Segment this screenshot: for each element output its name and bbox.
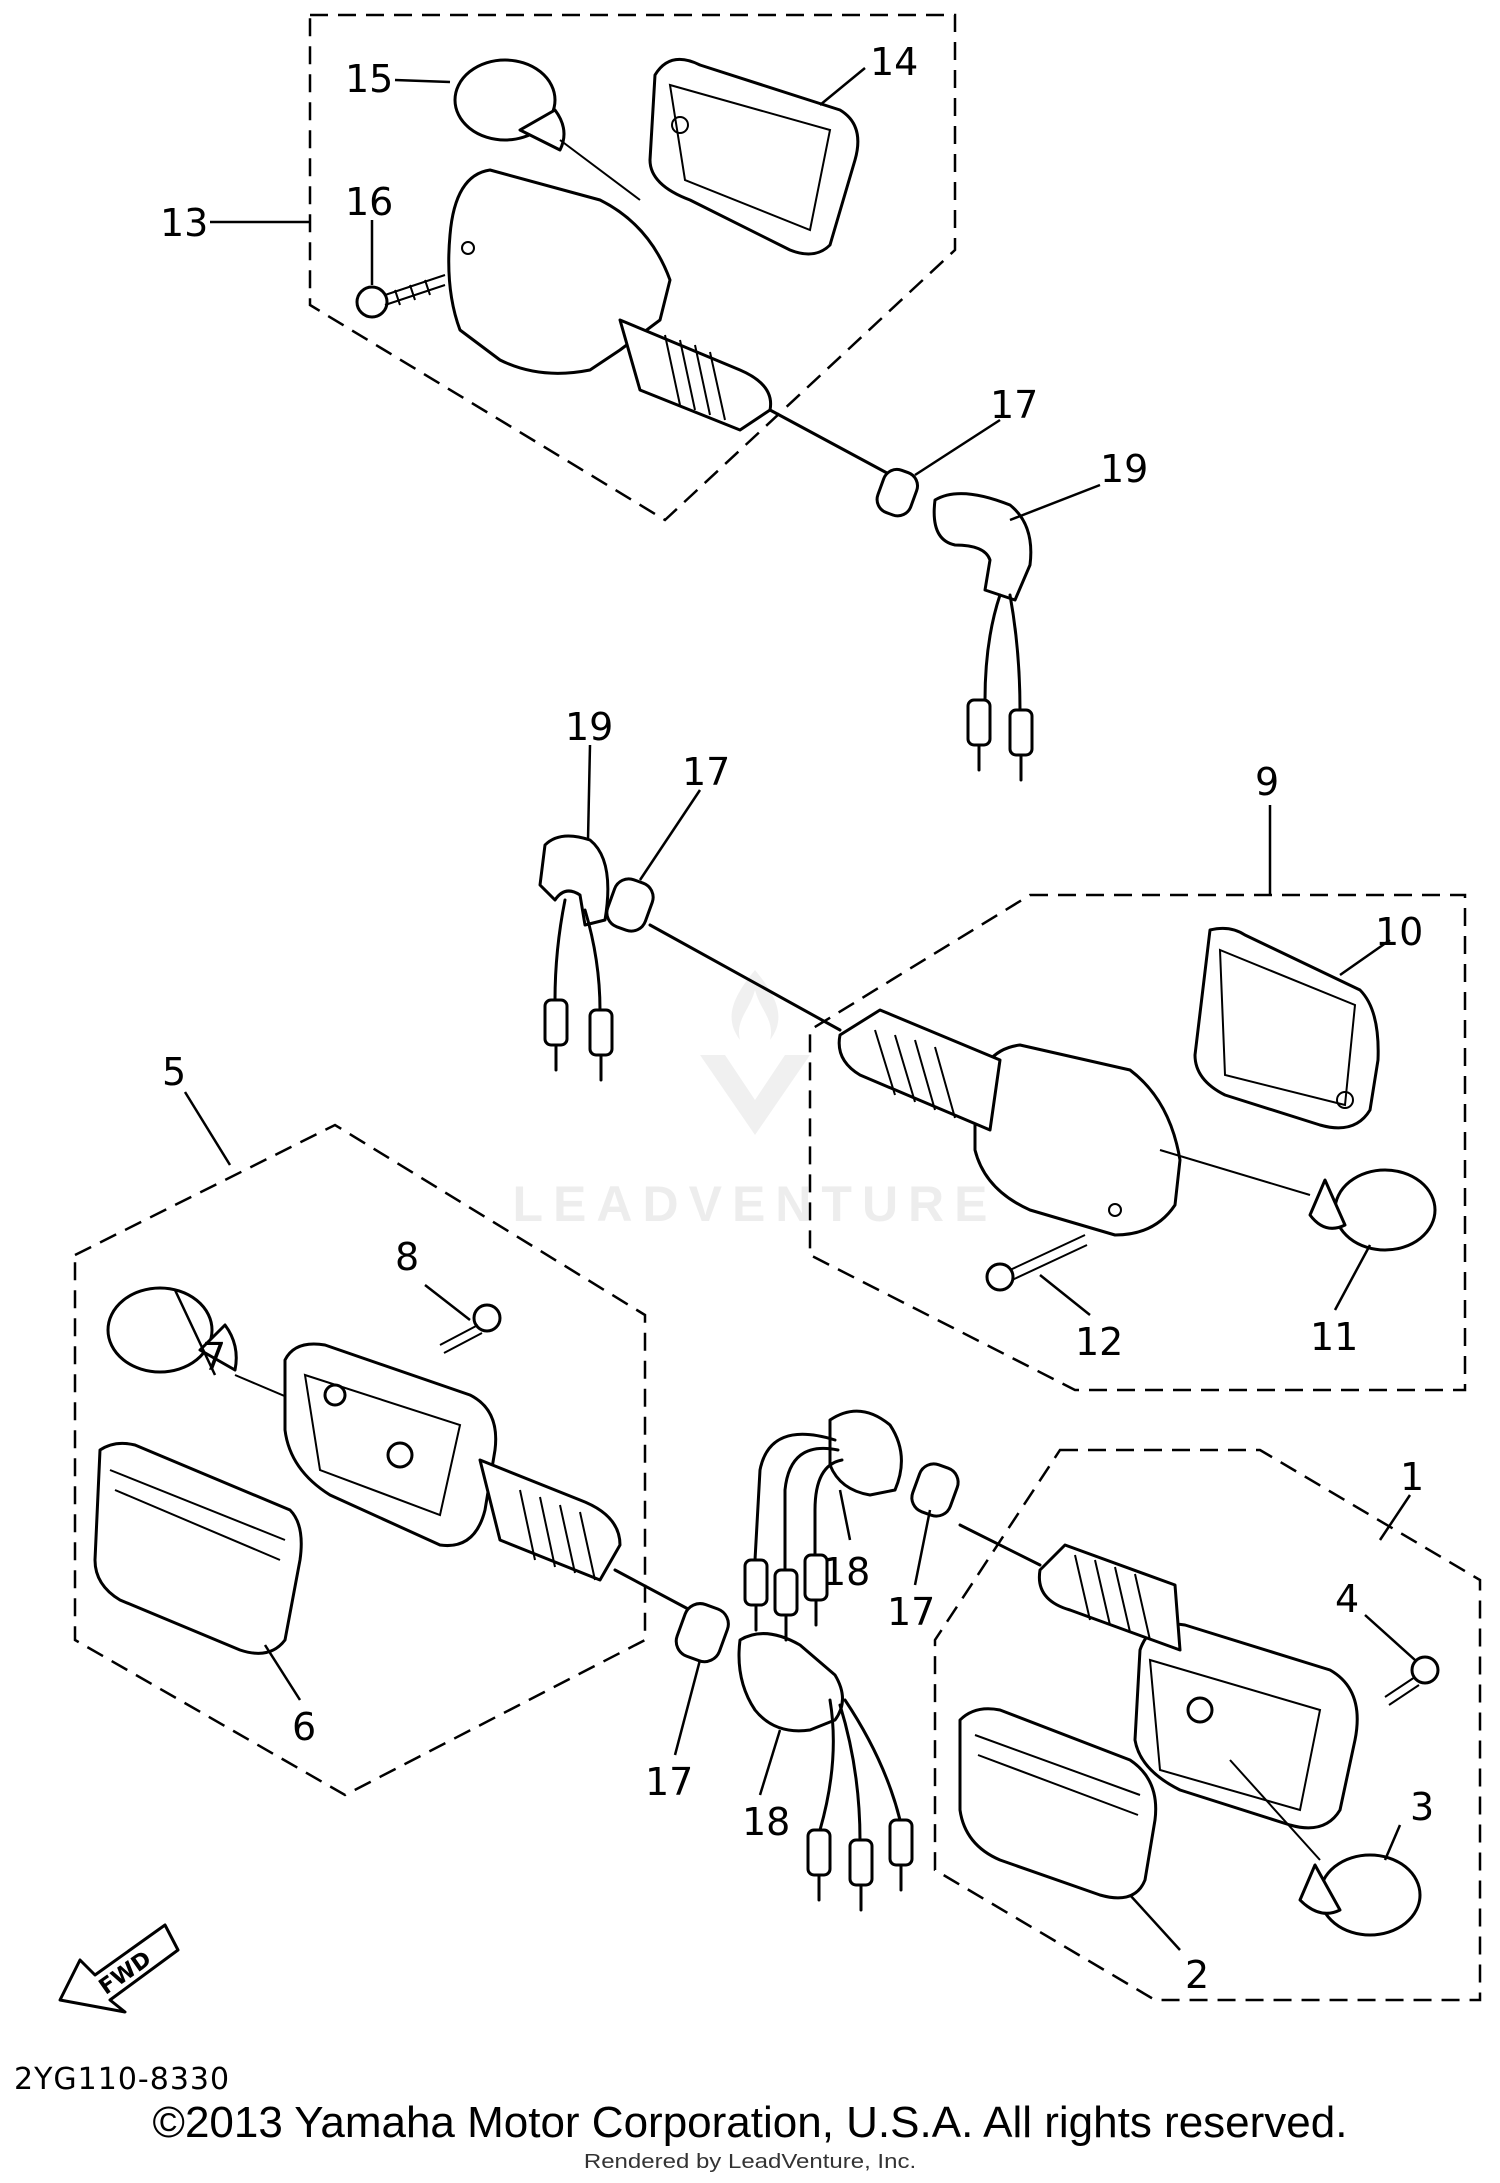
callout-7: 7	[202, 1335, 226, 1379]
lens-14	[648, 57, 860, 256]
lens-6	[93, 1441, 303, 1655]
callout-3: 3	[1410, 1785, 1434, 1829]
housing-5	[283, 1342, 692, 1612]
screw-12	[985, 1234, 1088, 1292]
callout-5: 5	[162, 1050, 186, 1094]
leader-lines	[173, 67, 1416, 1951]
wires-18-lowright	[743, 1432, 844, 1642]
housing-13	[447, 168, 902, 482]
callout-9: 9	[1255, 760, 1279, 804]
callout-18-a: 18	[742, 1800, 790, 1844]
callout-1: 1	[1400, 1455, 1424, 1499]
callout-15: 15	[345, 57, 393, 101]
grommet-17-lowleft	[674, 1602, 730, 1664]
callout-16: 16	[345, 180, 393, 224]
callout-13: 13	[160, 201, 208, 245]
assembly-5-flasher	[73, 1123, 914, 1912]
callout-8: 8	[395, 1235, 419, 1279]
callout-19-a: 19	[1100, 447, 1148, 491]
assembly-5-boundary	[73, 1123, 647, 1797]
housing-1	[958, 1523, 1359, 1861]
cover-18-lowright	[828, 1409, 903, 1497]
assembly-1-flasher	[743, 1409, 1482, 2002]
callout-17-b: 17	[682, 750, 730, 794]
callout-17-d: 17	[887, 1590, 935, 1634]
callout-14: 14	[870, 40, 918, 84]
callout-18-b: 18	[822, 1550, 870, 1594]
assembly-9-rear-flasher	[538, 834, 1467, 1392]
drawing-code: 2YG110-8330	[14, 2062, 231, 2097]
assembly-13-front-flasher	[308, 13, 1034, 782]
grommet-17-lowright	[910, 1462, 960, 1518]
copyright-notice: ©2013 Yamaha Motor Corporation, U.S.A. A…	[152, 2098, 1348, 2147]
screw-16	[355, 274, 446, 319]
wires-19-top	[966, 593, 1034, 782]
callout-11: 11	[1310, 1315, 1358, 1359]
leadventure-logo-icon	[700, 970, 810, 1135]
lens-2	[958, 1707, 1158, 1900]
watermark-text: LEADVENTURE	[512, 1176, 998, 1232]
callout-numbers: 13 15 14 16 17 19 19 17 9 10 11 12 5 7 8…	[160, 40, 1434, 1997]
bulb-11	[1308, 1168, 1437, 1252]
wires-19-mid	[543, 898, 614, 1082]
callout-4: 4	[1335, 1577, 1359, 1621]
callout-2: 2	[1185, 1953, 1209, 1997]
screw-8	[439, 1303, 502, 1354]
housing-9	[648, 923, 1311, 1237]
callout-10: 10	[1375, 910, 1423, 954]
assembly-13-boundary	[308, 13, 957, 522]
screw-4	[1384, 1655, 1440, 1706]
rendered-by-notice: Rendered by LeadVenture, Inc.	[583, 2150, 917, 2174]
callout-17-c: 17	[645, 1760, 693, 1804]
bulb-3	[1298, 1853, 1422, 1937]
callout-6: 6	[292, 1705, 316, 1749]
callout-19-b: 19	[565, 705, 613, 749]
bulb-15	[453, 58, 641, 201]
grommet-17-mid	[605, 877, 655, 933]
callout-12: 12	[1075, 1320, 1123, 1364]
wires-18-lowleft	[806, 1698, 914, 1912]
fwd-arrow-icon: FWD	[58, 1923, 180, 2014]
cover-19-top	[932, 492, 1033, 602]
callout-17-a: 17	[990, 383, 1038, 427]
assembly-9-boundary	[808, 893, 1467, 1392]
grommet-17-top	[875, 467, 919, 518]
lens-10	[1193, 926, 1380, 1130]
cover-18-lowleft	[737, 1632, 844, 1733]
assembly-1-boundary	[933, 1448, 1482, 2002]
cover-19-mid	[538, 834, 610, 927]
